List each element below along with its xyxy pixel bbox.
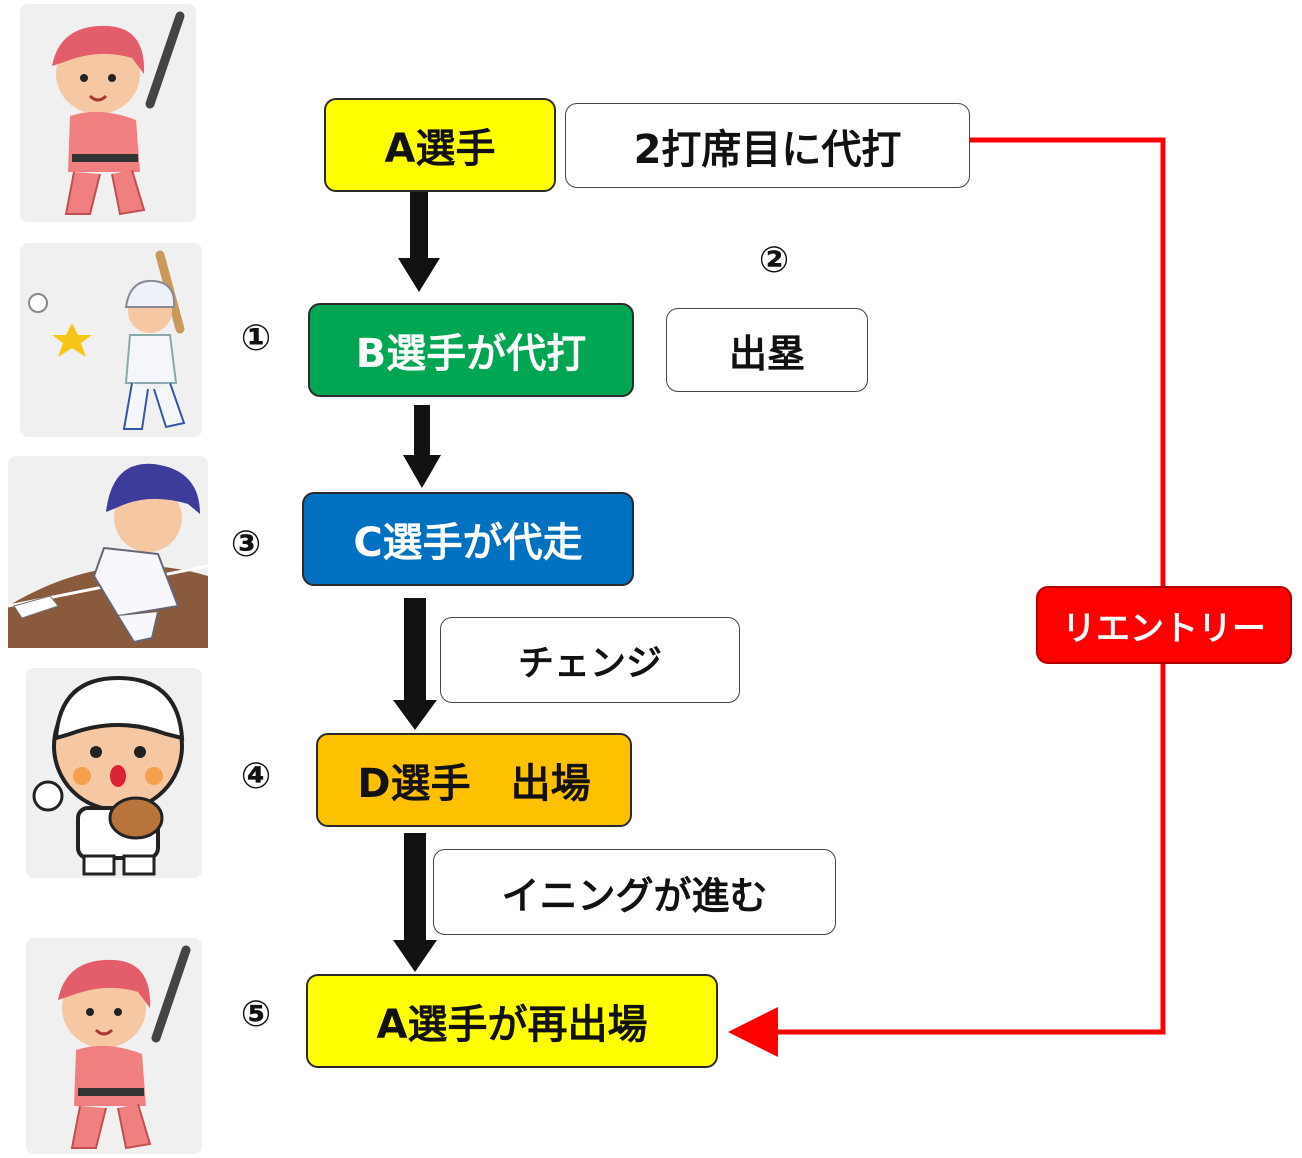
step-1-marker: ① bbox=[240, 318, 272, 359]
step-4-marker: ④ bbox=[240, 756, 272, 797]
flow-arrow-a-to-b bbox=[398, 192, 440, 292]
step-5-marker: ⑤ bbox=[240, 994, 272, 1035]
note-on-base-label: 出塁 bbox=[728, 331, 805, 376]
flow-arrow-c-to-d bbox=[393, 598, 437, 730]
note-innings-progress: イニングが進む bbox=[433, 849, 836, 935]
note-on-base: 出塁 bbox=[666, 308, 868, 392]
node-c-pinch-run: C選手が代走 bbox=[302, 492, 634, 586]
note-second-at-bat-label: 2打席目に代打 bbox=[633, 126, 902, 173]
node-a-player-label: A選手 bbox=[384, 126, 496, 172]
step-3-marker: ③ bbox=[230, 524, 262, 565]
girl-batter-icon-repeat bbox=[26, 938, 202, 1154]
node-b-pinch-hit: B選手が代打 bbox=[308, 303, 634, 397]
node-d-enters: D選手 出場 bbox=[316, 733, 632, 827]
flow-arrow-b-to-c bbox=[403, 405, 441, 488]
node-b-pinch-hit-label: B選手が代打 bbox=[355, 331, 587, 377]
girl-batter-icon bbox=[20, 4, 196, 222]
node-a-player: A選手 bbox=[324, 98, 556, 192]
boy-runner-icon bbox=[7, 456, 209, 648]
boy-pitcher-icon bbox=[26, 668, 202, 878]
boy-batter-icon bbox=[20, 243, 202, 437]
node-d-enters-label: D選手 出場 bbox=[357, 761, 591, 807]
reentry-label: リエントリー bbox=[1062, 608, 1266, 649]
note-innings-progress-label: イニングが進む bbox=[501, 873, 768, 918]
reentry-label-box: リエントリー bbox=[1036, 586, 1292, 664]
node-a-reenters: A選手が再出場 bbox=[306, 974, 718, 1068]
node-a-reenters-label: A選手が再出場 bbox=[376, 1002, 648, 1048]
note-change: チェンジ bbox=[440, 617, 740, 703]
note-change-label: チェンジ bbox=[517, 643, 662, 684]
flow-arrow-d-to-a bbox=[393, 833, 437, 972]
node-c-pinch-run-label: C選手が代走 bbox=[353, 520, 583, 566]
step-2-marker: ② bbox=[758, 240, 790, 281]
note-second-at-bat: 2打席目に代打 bbox=[565, 103, 970, 188]
